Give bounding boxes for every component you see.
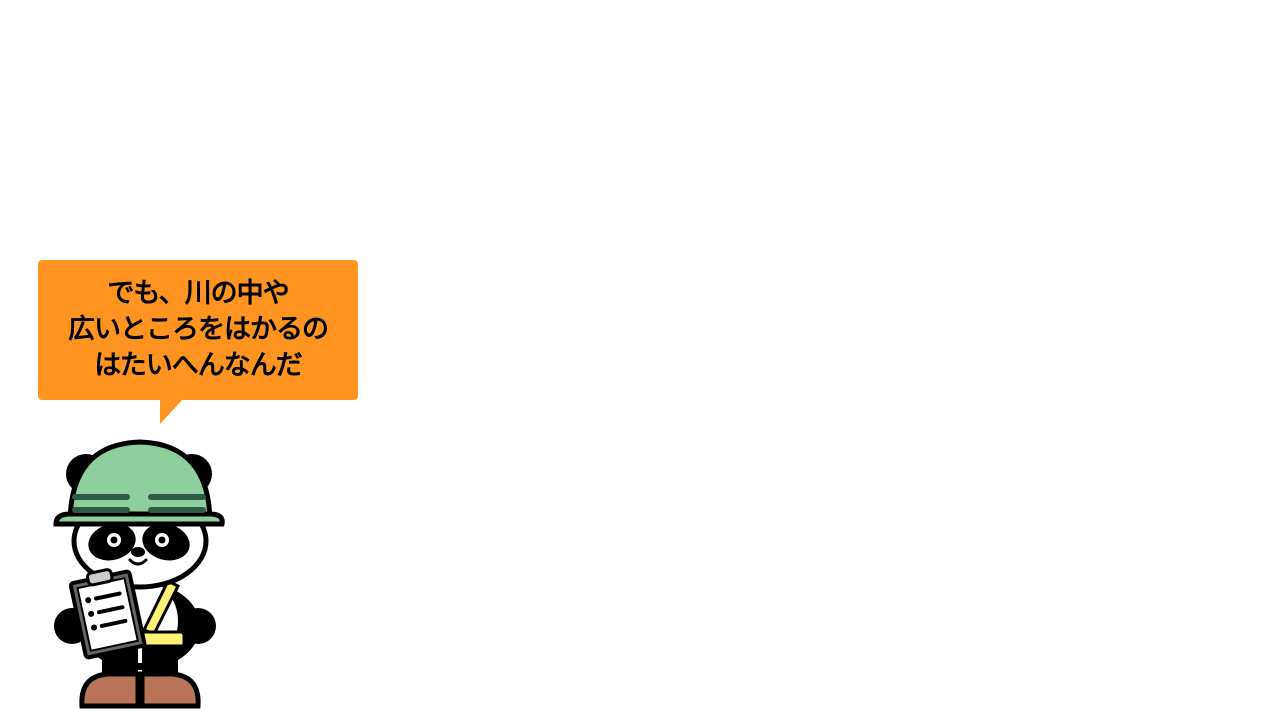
panda-worker-icon xyxy=(53,439,225,709)
speech-line-1: でも、川の中や xyxy=(107,278,289,309)
speech-bubble-tail xyxy=(160,398,184,424)
speech-line-2: 広いところをはかるの xyxy=(68,314,329,345)
speech-bubble: でも、川の中や 広いところをはかるの はたいへんなんだ xyxy=(38,260,358,400)
speech-line-3: はたいへんなんだ xyxy=(94,350,302,381)
